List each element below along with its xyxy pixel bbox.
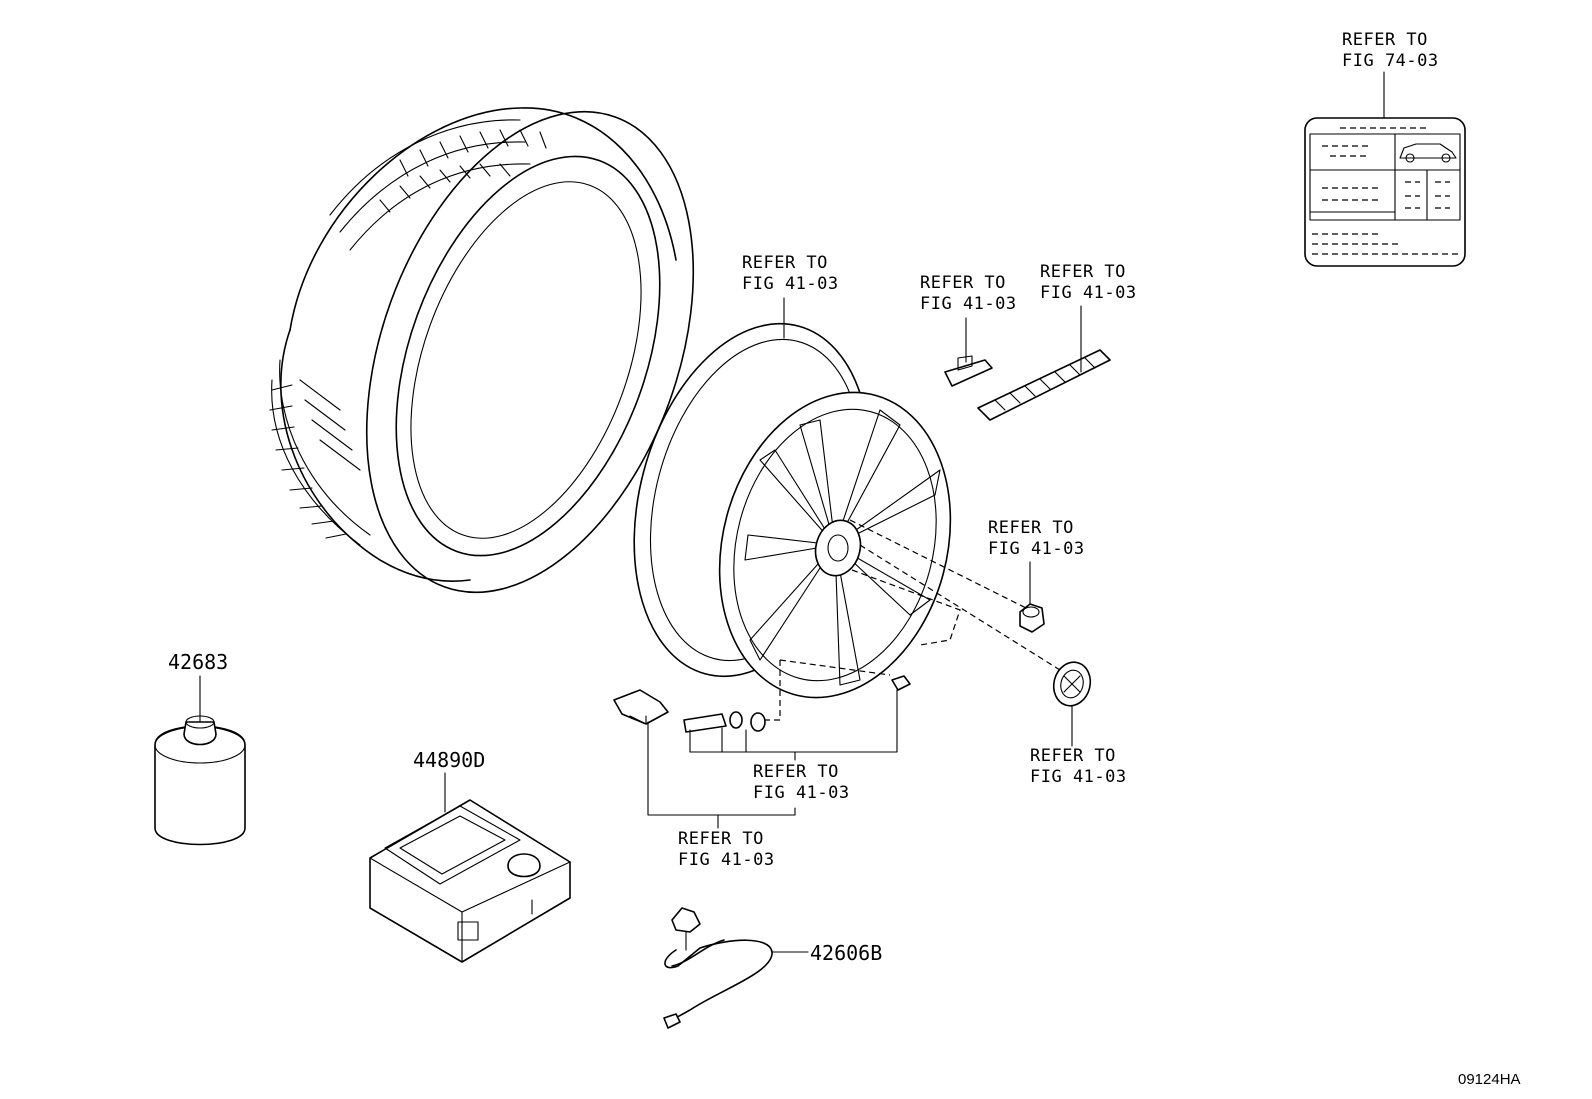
refer-label-line2: FIG 41-03 bbox=[678, 850, 775, 870]
refer-label-sensor[interactable]: REFER TO FIG 41-03 bbox=[678, 829, 775, 871]
weight-strip-illustration bbox=[977, 349, 1111, 421]
tire-illustration bbox=[269, 107, 695, 594]
tpms-sensor-illustration bbox=[613, 689, 669, 725]
hub-nut-illustration bbox=[1019, 603, 1045, 633]
part-number-42683[interactable]: 42683 bbox=[168, 650, 229, 674]
wheel-illustration bbox=[633, 322, 1061, 721]
refer-label-fig-74-03[interactable]: REFER TO FIG 74-03 bbox=[1342, 30, 1439, 72]
part-number-44890d[interactable]: 44890D bbox=[413, 748, 486, 772]
refer-label-line2: FIG 41-03 bbox=[753, 783, 850, 803]
refer-label-valve[interactable]: REFER TO FIG 41-03 bbox=[753, 762, 850, 804]
refer-label-line2: FIG 41-03 bbox=[988, 539, 1085, 559]
refer-label-weight-clip[interactable]: REFER TO FIG 41-03 bbox=[920, 273, 1017, 315]
refer-label-line1: REFER TO bbox=[1342, 30, 1428, 50]
part-number-42606b[interactable]: 42606B bbox=[810, 941, 883, 965]
hose-illustration bbox=[663, 907, 773, 1029]
valve-stem-illustration bbox=[683, 675, 911, 733]
refer-label-line1: REFER TO bbox=[753, 762, 839, 782]
refer-label-center-cap[interactable]: REFER TO FIG 41-03 bbox=[1030, 746, 1127, 788]
refer-label-line2: FIG 41-03 bbox=[1030, 767, 1127, 787]
refer-label-line1: REFER TO bbox=[1030, 746, 1116, 766]
refer-label-weight-strip[interactable]: REFER TO FIG 41-03 bbox=[1040, 262, 1137, 304]
refer-label-line1: REFER TO bbox=[678, 829, 764, 849]
weight-clip-illustration bbox=[944, 355, 993, 387]
refer-label-line1: REFER TO bbox=[1040, 262, 1126, 282]
refer-label-line2: FIG 74-03 bbox=[1342, 51, 1439, 71]
refer-label-line2: FIG 41-03 bbox=[742, 274, 839, 294]
leader-lines bbox=[199, 71, 1385, 953]
sealant-bottle-illustration bbox=[154, 715, 246, 846]
refer-label-line2: FIG 41-03 bbox=[1040, 283, 1137, 303]
refer-label-line1: REFER TO bbox=[742, 253, 828, 273]
drawing-code: 09124HA bbox=[1458, 1071, 1521, 1088]
compressor-illustration bbox=[369, 799, 571, 963]
refer-label-line1: REFER TO bbox=[988, 518, 1074, 538]
refer-label-line2: FIG 41-03 bbox=[920, 294, 1017, 314]
refer-label-wheel[interactable]: REFER TO FIG 41-03 bbox=[742, 253, 839, 295]
refer-label-hub-nut[interactable]: REFER TO FIG 41-03 bbox=[988, 518, 1085, 560]
refer-label-line1: REFER TO bbox=[920, 273, 1006, 293]
center-cap-illustration bbox=[1052, 661, 1092, 707]
tire-label-illustration bbox=[1304, 117, 1466, 267]
